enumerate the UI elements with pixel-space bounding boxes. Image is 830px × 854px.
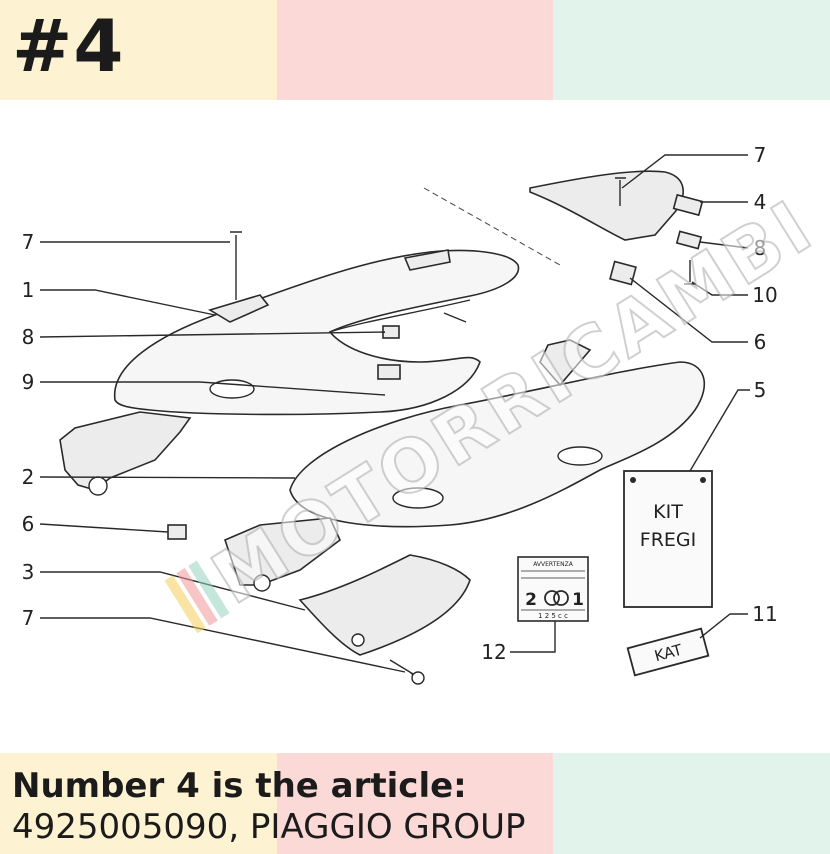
leader-2 (39, 476, 296, 479)
caption-segment-mint (553, 753, 830, 854)
part-lower-shell-vent (392, 487, 444, 509)
callout-4: 4 (754, 190, 767, 214)
part-bushing-6-left (167, 524, 187, 540)
callout-9: 9 (22, 370, 35, 394)
callout-7-top: 7 (22, 230, 35, 254)
part-upper-shell-bracket (59, 411, 192, 491)
part-top-cover (529, 170, 684, 241)
article-caption: Number 4 is the article: 4925005090, PIA… (12, 766, 526, 848)
leader-1 (40, 289, 216, 316)
leader-11 (699, 613, 748, 639)
leader-5 (689, 389, 750, 472)
part-upper-shell-knob (88, 476, 108, 496)
part-lower-shell-knob (253, 574, 271, 592)
part-clip-8-right (675, 230, 703, 250)
leader-10 (691, 281, 748, 296)
callout-7-right: 7 (754, 143, 767, 167)
leader-7-right (621, 154, 748, 189)
leader-6-left (39, 523, 169, 533)
leader-9 (40, 381, 386, 396)
part-lower-shell-foot (224, 517, 341, 586)
leader-12 (510, 621, 556, 653)
label-card-footer: 1 2 5 c c (538, 612, 568, 620)
callout-7-bottom: 7 (22, 606, 35, 630)
part-lower-shell (289, 361, 706, 528)
callout-3: 3 (22, 560, 35, 584)
caption-article-code: 4925005090, PIAGGIO GROUP (12, 807, 526, 847)
part-upper-shell-inner (329, 299, 471, 333)
callout-10: 10 (752, 283, 777, 307)
callout-5: 5 (754, 378, 767, 402)
callout-8-right: 8 (754, 236, 767, 260)
part-kit-card (623, 470, 713, 608)
band-segment-mint (553, 0, 830, 100)
header-band (0, 0, 830, 100)
part-screw-7-bottom-head (411, 671, 425, 685)
part-screw-7-top (230, 231, 242, 300)
part-bottom-cover (298, 554, 471, 656)
callout-6-right: 6 (754, 330, 767, 354)
exploded-parts-diagram: KIT FREGI KAT AVVERTENZA 2 1 1 2 5 c c 7… (22, 143, 829, 685)
center-line (423, 187, 561, 266)
part-kit-card-pin (630, 477, 636, 483)
kit-card-line2: FREGI (640, 529, 696, 551)
part-small-screw-center (443, 312, 467, 323)
caption-band (0, 753, 830, 854)
caption-heading: Number 4 is the article: (12, 766, 467, 806)
part-bushing-6-right (609, 260, 637, 286)
part-upper-shell-mount (208, 294, 270, 323)
callout-1: 1 (22, 278, 35, 302)
leader-6-right (629, 277, 748, 343)
part-clip-9 (377, 364, 401, 380)
article-number-badge: #4 (12, 4, 125, 88)
label-card-header: AVVERTENZA (533, 561, 574, 568)
part-kit-card-pin-2 (700, 477, 706, 483)
part-lower-shell-vent-2 (557, 446, 603, 466)
band-segment-yellow (0, 0, 277, 100)
part-bottom-cover-hole (351, 633, 365, 647)
kit-card-line1: KIT (653, 501, 683, 523)
part-clip-4 (672, 193, 704, 217)
caption-segment-yellow (0, 753, 277, 854)
callout-2: 2 (22, 465, 35, 489)
leader-8-right (699, 241, 749, 249)
callout-12: 12 (481, 640, 506, 664)
caption-segment-pink (276, 753, 554, 854)
part-screw-7-right (615, 177, 626, 206)
leader-8-left (39, 331, 386, 338)
leader-3 (40, 571, 306, 611)
part-upper-shell-mount-2 (403, 249, 451, 271)
part-lower-shell-neck (539, 339, 592, 387)
callout-11: 11 (752, 602, 777, 626)
part-clip-8-left (382, 325, 400, 339)
callout-8-left: 8 (22, 325, 35, 349)
band-segment-pink (276, 0, 554, 100)
part-label-card: AVVERTENZA 2 1 1 2 5 c c (517, 556, 589, 622)
leader-7-bottom (40, 617, 406, 673)
part-kat-tag: KAT (626, 627, 710, 677)
label-card-left-digit: 2 (525, 590, 537, 610)
label-card-right-digit: 1 (572, 590, 584, 610)
callout-6-left: 6 (22, 512, 35, 536)
